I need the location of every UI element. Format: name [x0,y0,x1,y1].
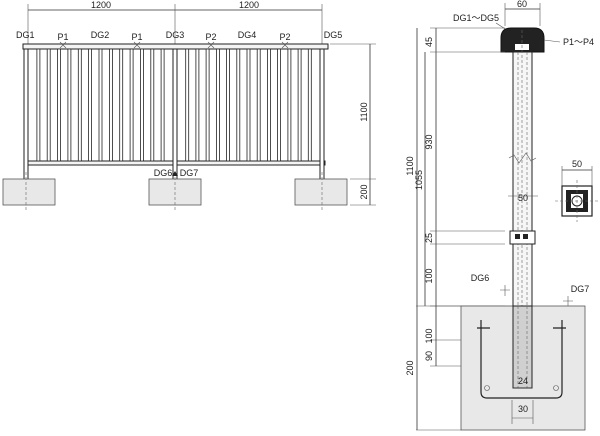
base-left [2,178,56,206]
section-post-label: DG1～DG5 [453,13,499,23]
baluster [287,48,292,162]
baluster [266,48,271,162]
baluster [215,48,220,162]
outer-dim-1100: 1100 [405,156,415,175]
panel-marks [59,41,289,49]
bottom-dim-24: 24 [518,376,528,386]
baluster [236,48,241,162]
baluster [195,48,200,162]
marker-dg7 [563,296,573,306]
baluster [185,48,190,162]
post-dg5 [319,48,325,181]
bottom-dim-30: 30 [518,404,528,414]
bracket-bolt-l [515,234,520,239]
baluster [226,48,231,162]
baluster-group [36,48,312,162]
bracket [509,230,536,245]
side-label-dg6: DG6 [471,273,490,283]
panel-label-p2b: P2 [279,32,290,42]
post-label-dg5: DG5 [324,30,343,40]
post-label-dg4: DG4 [238,30,257,40]
baluster [246,48,251,162]
baluster [129,48,134,162]
baluster [119,48,124,162]
anchor-rod [480,320,563,399]
span-dim-2: 1200 [239,0,259,10]
baluster [150,48,155,162]
arrow-dg6 [172,171,178,176]
cap-label: P1～P4 [563,37,594,47]
left-dim-45: 45 [424,37,434,47]
height-dim-1100: 1100 [359,102,369,121]
post-label-dg3: DG3 [166,30,185,40]
post-dg1 [23,48,29,181]
height-dim-200: 200 [359,184,369,199]
baluster [277,48,282,162]
panel-label-p2a: P2 [205,32,216,42]
tube-detail: 50 [555,159,599,222]
base-dim-90: 90 [424,351,434,361]
bracket-bolt-r [523,234,528,239]
baluster [98,48,103,162]
post-body [512,51,533,307]
baluster [205,48,210,162]
marker-dg6 [500,285,510,296]
section-view: 60 DG1～DG5 P1～P4 50 45 930 25 100 [405,0,594,431]
baluster [77,48,82,162]
left-dim-930: 930 [424,134,434,149]
base-right [294,178,348,206]
post-label-dg2: DG2 [91,30,110,40]
leader-cap [543,39,561,43]
bottom-label-dg6: DG6 [154,168,173,178]
anchor-bolt-l [484,385,490,391]
anchor-bolt-r [553,385,559,391]
baluster [109,48,113,162]
left-dim-100: 100 [424,268,434,283]
left-dim-25: 25 [424,233,434,243]
elevation-view: 1200 1200 DG1 DG2 DG3 DG4 DG5 P1 P1 P2 P… [2,0,376,210]
span-dim-1: 1200 [91,0,111,10]
detail-dim-50: 50 [572,159,582,169]
baluster [297,48,302,162]
post-cap [500,27,545,53]
side-label-dg7: DG7 [571,284,590,294]
top-rail [22,43,329,50]
baluster [139,48,144,162]
baluster [67,48,72,162]
baluster [57,48,61,162]
post-dg3 [172,48,178,181]
panel-label-p1a: P1 [57,32,68,42]
top-width-dim: 60 [517,0,527,9]
outer-dim-1055: 1055 [414,170,424,190]
break-mark [508,152,537,164]
bottom-label-dg7: DG7 [180,168,199,178]
baluster [160,48,165,162]
baluster [36,48,41,162]
panel-label-p1b: P1 [131,32,142,42]
baluster [46,48,51,162]
baluster [88,48,92,162]
base-dim-200: 200 [405,360,415,375]
base-dim-100: 100 [424,328,434,343]
baluster [307,48,312,162]
baluster [256,48,261,162]
inner-width-dim: 50 [518,193,528,203]
post-label-dg1: DG1 [16,30,35,40]
